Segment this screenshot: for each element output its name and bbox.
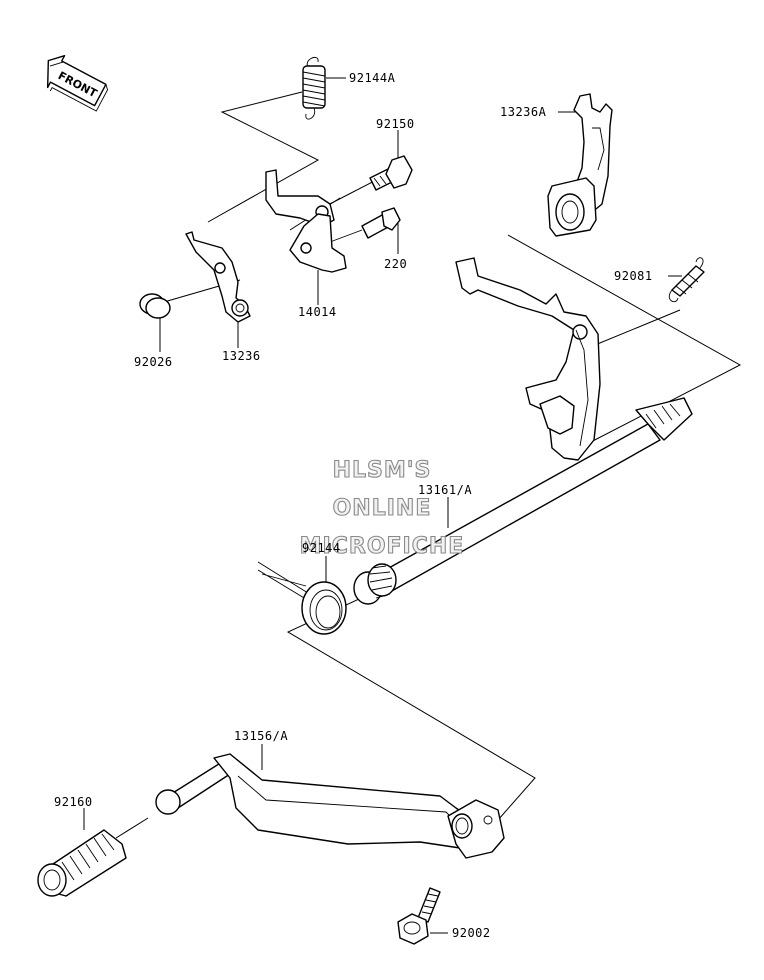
front-direction-arrow: FRONT [46,54,109,112]
shift-fork-13236a [547,93,613,237]
label-92144a: 92144A [349,71,396,85]
label-92150: 92150 [376,117,415,131]
label-14014: 14014 [298,305,337,319]
label-92144: 92144 [302,541,341,555]
spring-92081 [668,257,705,303]
shift-lever-assembly [185,169,347,323]
label-92002: 92002 [452,926,491,940]
label-92081: 92081 [614,269,653,283]
bolt-92150 [369,155,413,191]
part-labels: 92144A 92150 13236A 220 92081 14014 9202… [54,71,653,940]
bolt-92002 [397,887,441,945]
bolt-220 [329,207,401,243]
label-13156a: 13156/A [234,729,288,743]
watermark-line-3: MICROFICHE [300,534,465,559]
shift-pedal-13156a [155,753,505,859]
watermark: HLSM'S ONLINE MICROFICHE [299,457,465,559]
return-spring-92144 [257,561,347,635]
label-92026: 92026 [134,355,173,369]
spring-92144a [302,57,326,120]
label-13236: 13236 [222,349,261,363]
shift-shaft-13161a [353,257,693,605]
pedal-rubber-92160 [37,829,127,897]
label-13161a: 13161/A [418,483,472,497]
washer-92026 [139,293,171,319]
watermark-line-2: ONLINE [333,496,432,521]
label-13236a: 13236A [500,105,547,119]
label-220: 220 [384,257,407,271]
label-92160: 92160 [54,795,93,809]
watermark-line-1: HLSM'S [333,458,432,483]
